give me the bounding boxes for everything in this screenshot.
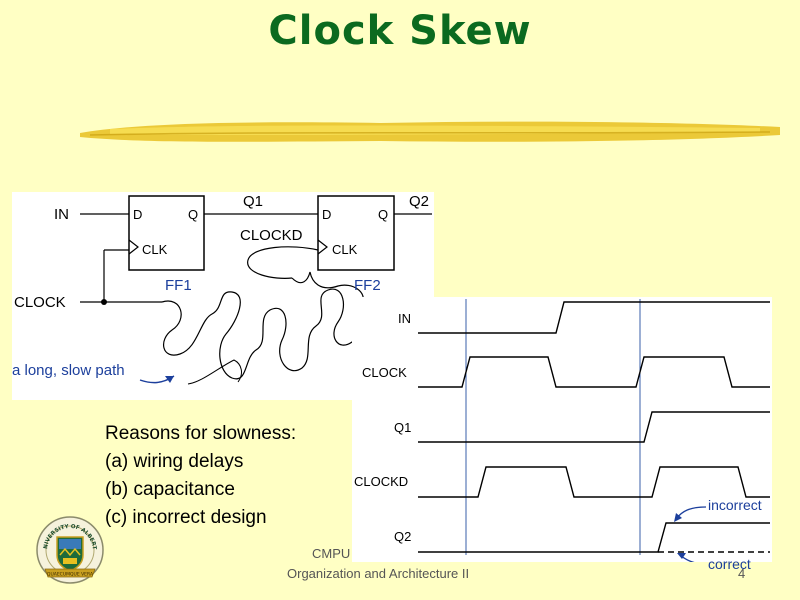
slow-path-label: a long, slow path: [12, 362, 125, 379]
reasons-list: Reasons for slowness: (a) wiring delays …: [105, 420, 296, 532]
signal-label-q2: Q2: [394, 529, 412, 544]
ff1-clk-pin: CLK: [142, 242, 168, 257]
clockd-label: CLOCKD: [240, 227, 303, 244]
circuit-diagram: IN Q1 Q2 CLOCKD CLOCK D Q CLK FF1 D Q CL…: [12, 192, 434, 400]
incorrect-annotation: incorrect: [708, 497, 762, 513]
q2-label: Q2: [409, 193, 430, 210]
ff1-q-pin: Q: [188, 207, 199, 222]
reasons-heading: Reasons for slowness:: [105, 423, 297, 444]
footer-course-line2: Organization and Architecture II: [287, 566, 470, 581]
timing-diagram: IN CLOCK Q1 CLOCKD Q2 incorrect: [352, 297, 772, 562]
reason-item: (a) wiring delays: [105, 451, 244, 472]
reason-item: (c) incorrect design: [105, 507, 267, 528]
ff1-name: FF1: [165, 277, 192, 294]
footer-course-line1: CMPU: [312, 546, 351, 561]
ff1-d-pin: D: [133, 207, 143, 222]
ff2-d-pin: D: [322, 207, 332, 222]
page-number: 4: [738, 566, 746, 581]
in-input-label: IN: [54, 206, 69, 223]
ff2-name: FF2: [354, 277, 381, 294]
title-underline-brush: [80, 121, 780, 142]
signal-label-clock: CLOCK: [362, 365, 407, 380]
correct-annotation: correct: [708, 556, 751, 572]
signal-label-q1: Q1: [394, 420, 412, 435]
page-title: Clock Skew: [268, 8, 532, 54]
signal-label-in: IN: [398, 311, 411, 326]
signal-label-clockd: CLOCKD: [354, 474, 409, 489]
clock-input-label: CLOCK: [14, 294, 66, 311]
ff2-clk-pin: CLK: [332, 242, 358, 257]
svg-text:QUAECUMQUE VERA: QUAECUMQUE VERA: [47, 572, 94, 578]
q1-label: Q1: [243, 193, 264, 210]
university-crest-logo: UNIVERSITY OF ALBERTA QUAECUMQUE VERA: [35, 515, 104, 584]
ff2-q-pin: Q: [378, 207, 389, 222]
reason-item: (b) capacitance: [105, 479, 235, 500]
